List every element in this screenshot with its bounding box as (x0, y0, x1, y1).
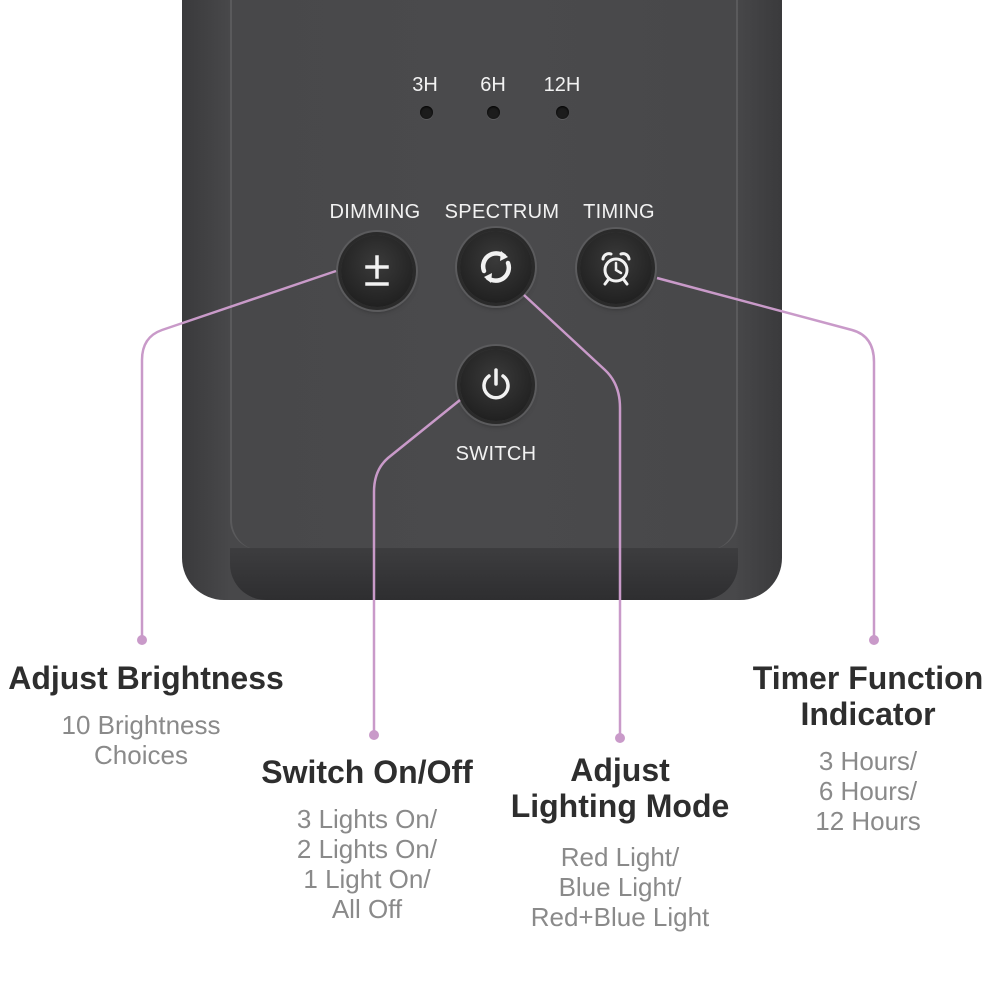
switch-line-3: 1 Light On/ (303, 864, 431, 894)
leader-dot-switch (369, 730, 379, 740)
power-icon (482, 368, 510, 400)
timing-label: TIMING (583, 201, 655, 223)
plus-minus-icon (365, 255, 389, 286)
timer-title-line-2: Indicator (800, 696, 936, 732)
spectrum-label: SPECTRUM (444, 201, 560, 223)
timing-button[interactable] (580, 232, 652, 304)
mode-line-2: Blue Light/ (558, 872, 682, 902)
leader-dot-mode (615, 733, 625, 743)
indicator-led-6h (486, 106, 500, 119)
timer-line-2: 6 Hours/ (818, 776, 918, 806)
alarm-clock-icon (601, 252, 631, 286)
switch-line-1: 3 Lights On/ (296, 804, 438, 834)
timer-line-3: 12 Hours (815, 806, 921, 836)
indicator-led-3h (419, 106, 433, 119)
dimming-label: DIMMING (329, 201, 421, 223)
mode-title-line-2: Lighting Mode (510, 788, 730, 824)
indicator-label-3h: 3H (412, 74, 438, 96)
switch-title: Switch On/Off (261, 754, 473, 790)
brightness-title: Adjust Brightness (8, 660, 284, 696)
mode-line-1: Red Light/ (560, 842, 680, 872)
brightness-line-1: 10 Brightness (61, 710, 221, 740)
spectrum-button[interactable] (460, 231, 532, 303)
indicator-label-12h: 12H (543, 74, 581, 96)
leader-dot-timer (869, 635, 879, 645)
leader-mode (523, 294, 622, 738)
indicator-label-6h: 6H (480, 74, 506, 96)
brightness-line-2: Choices (94, 740, 188, 770)
mode-title-line-1: Adjust (570, 752, 670, 788)
panel-bevel (230, 0, 738, 550)
leader-brightness (140, 269, 337, 640)
panel-base (230, 548, 738, 600)
timer-title-line-1: Timer Function (752, 660, 984, 696)
mode-line-3: Red+Blue Light (530, 902, 710, 932)
indicator-led-12h (555, 106, 569, 119)
cycle-arrows-icon (480, 251, 512, 283)
switch-label: SWITCH (455, 443, 537, 465)
timer-line-1: 3 Hours/ (818, 746, 918, 776)
dimming-button[interactable] (341, 235, 413, 307)
leader-dot-brightness (137, 635, 147, 645)
switch-line-2: 2 Lights On/ (296, 834, 438, 864)
leader-switch (372, 399, 461, 735)
switch-button[interactable] (460, 349, 532, 421)
leader-timer (656, 276, 876, 640)
switch-line-4: All Off (331, 894, 403, 924)
